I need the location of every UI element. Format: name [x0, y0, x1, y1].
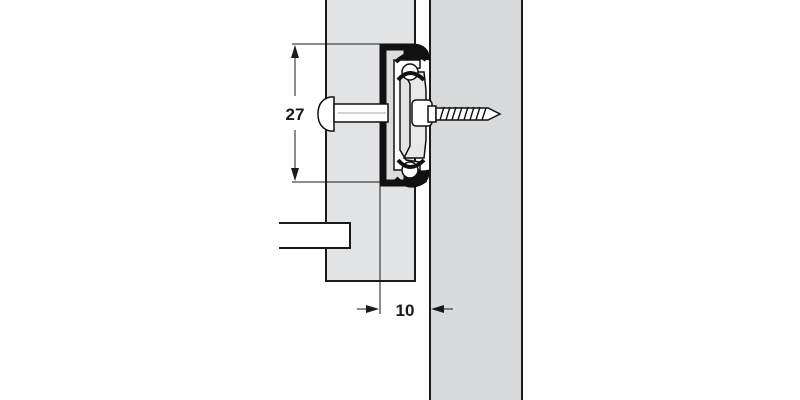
top-bearing-ball: [394, 52, 428, 82]
arrow-right-icon: [366, 305, 379, 313]
fixing-bolt: [317, 96, 389, 132]
bottom-bearing-ball: [394, 158, 428, 188]
gap-dimension: 10: [357, 186, 453, 320]
arrow-up-icon: [291, 45, 299, 58]
runner: [379, 43, 433, 188]
cabinet-side-panel: [429, 0, 523, 400]
wood-screw: [427, 105, 502, 123]
gap-dimension-label: 10: [396, 301, 415, 320]
arrow-left-icon: [431, 305, 444, 313]
height-dimension-label: 27: [286, 105, 305, 124]
height-dimension: 27: [286, 43, 380, 183]
drawer-bottom-board: [279, 222, 351, 249]
arrow-down-icon: [291, 168, 299, 181]
